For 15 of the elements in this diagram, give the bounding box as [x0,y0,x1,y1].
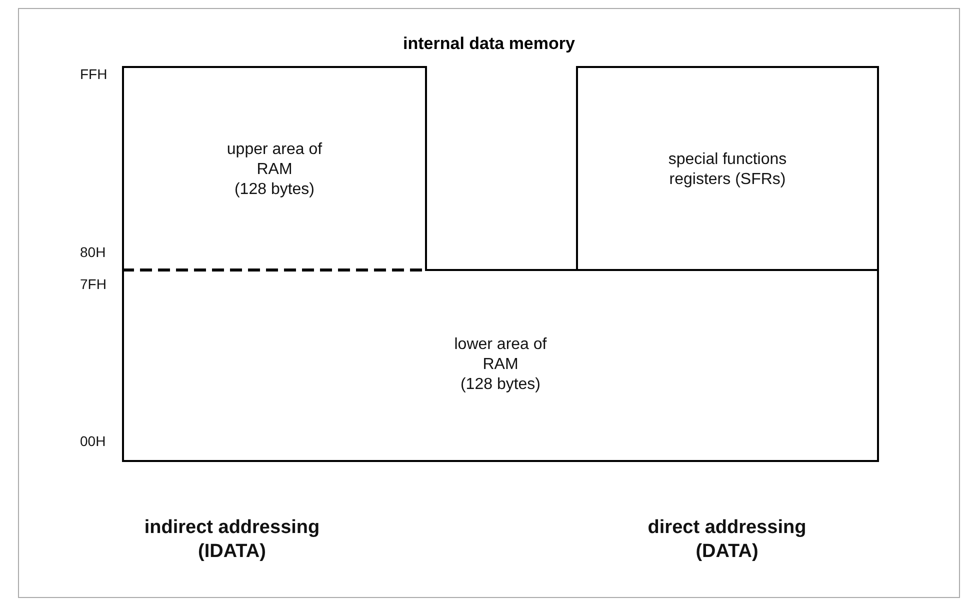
address-label: 00H [80,433,106,449]
addressing-mode-label: indirect addressing (IDATA) [143,516,321,564]
area-name: lower area of RAM [453,335,548,375]
area-size: (128 bytes) [234,180,315,200]
area-name: special functions registers (SFRs) [667,150,788,190]
memory-area-box [122,270,879,462]
diagram-title: internal data memory [402,34,576,54]
address-label: FFH [80,66,108,82]
address-label: 7FH [80,276,106,292]
area-size: (128 bytes) [460,375,541,395]
addressing-mode-label: direct addressing (DATA) [646,516,808,564]
address-label: 80H [80,244,106,260]
memory-area-box [122,66,427,271]
area-name: upper area of RAM [226,140,324,180]
memory-area-box [576,66,879,271]
